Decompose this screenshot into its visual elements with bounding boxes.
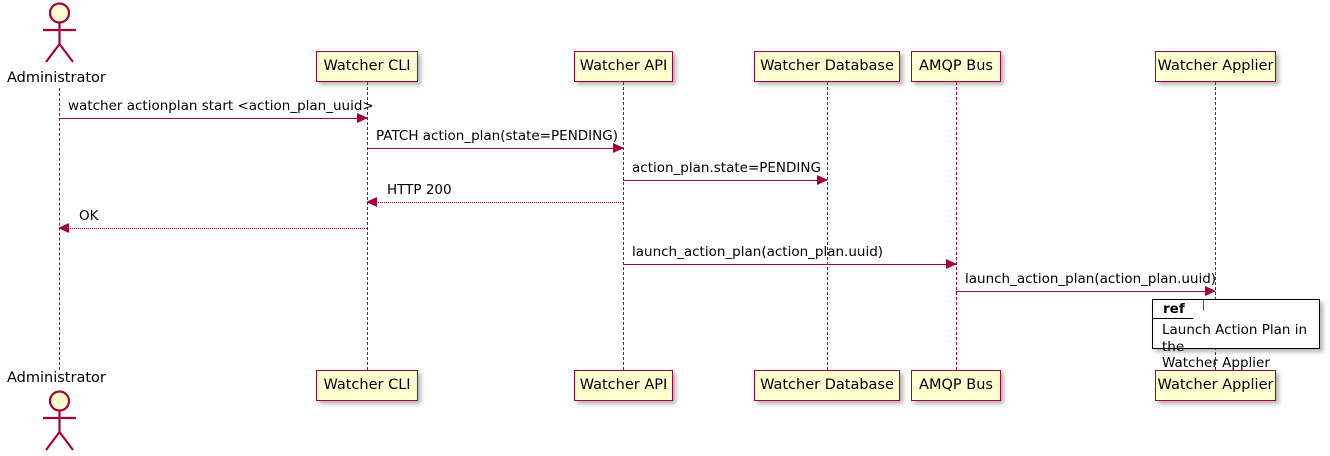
arrowhead-right-icon [1205, 285, 1216, 296]
actor-stick-figure-icon [43, 390, 76, 451]
participant-box-amqp-bus-top[interactable]: AMQP Bus [911, 51, 1001, 82]
arrowhead-right-icon [357, 112, 368, 123]
lifeline-watcher-api [623, 82, 624, 370]
message-line [367, 202, 623, 203]
message-label: PATCH action_plan(state=PENDING) [376, 128, 618, 144]
participant-box-watcher-database-bottom[interactable]: Watcher Database [754, 370, 900, 401]
message-label: HTTP 200 [387, 182, 452, 198]
ref-fragment-text: Launch Action Plan in the Watcher Applie… [1162, 322, 1313, 372]
ref-fragment-text-line-2: Watcher Applier [1162, 355, 1270, 371]
participant-box-amqp-bus-bottom[interactable]: AMQP Bus [911, 370, 1001, 401]
participant-box-watcher-api-top[interactable]: Watcher API [574, 51, 673, 82]
participant-box-watcher-applier-top[interactable]: Watcher Applier [1155, 51, 1276, 82]
arrowhead-right-icon [613, 142, 624, 153]
message-label: launch_action_plan(action_plan.uuid) [965, 271, 1217, 287]
message-line [623, 180, 827, 181]
message-label: OK [79, 208, 99, 224]
message-line [367, 148, 623, 149]
lifeline-watcher-database [827, 82, 828, 370]
participant-box-watcher-cli-bottom[interactable]: Watcher CLI [316, 370, 418, 401]
ref-fragment-launch-action-plan[interactable]: ref Launch Action Plan in the Watcher Ap… [1152, 299, 1320, 371]
message-line [956, 291, 1215, 292]
actor-administrator-bottom[interactable] [37, 390, 82, 452]
actor-stick-figure-icon [43, 2, 76, 63]
participant-box-watcher-database-top[interactable]: Watcher Database [754, 51, 900, 82]
message-line [59, 118, 367, 119]
ref-fragment-operator-label: ref [1153, 300, 1204, 319]
message-line [59, 228, 367, 229]
actor-label-administrator-bottom: Administrator [7, 370, 106, 386]
actor-label-administrator-top: Administrator [7, 70, 106, 86]
arrowhead-left-icon [366, 196, 377, 207]
ref-fragment-text-line-1: Launch Action Plan in the [1162, 322, 1308, 355]
message-label: watcher actionplan start <action_plan_uu… [68, 98, 374, 114]
message-label: action_plan.state=PENDING [632, 160, 821, 176]
actor-administrator-top[interactable] [37, 2, 82, 64]
lifeline-watcher-applier [1215, 82, 1216, 370]
message-line [623, 264, 956, 265]
arrowhead-right-icon [817, 174, 828, 185]
participant-box-watcher-cli-top[interactable]: Watcher CLI [316, 51, 418, 82]
lifeline-watcher-cli [367, 82, 368, 370]
participant-box-watcher-api-bottom[interactable]: Watcher API [574, 370, 673, 401]
message-label: launch_action_plan(action_plan.uuid) [632, 244, 884, 260]
arrowhead-right-icon [946, 258, 957, 269]
lifeline-amqp-bus [956, 82, 957, 370]
participant-box-watcher-applier-bottom[interactable]: Watcher Applier [1155, 370, 1276, 401]
arrowhead-left-icon [58, 222, 69, 233]
